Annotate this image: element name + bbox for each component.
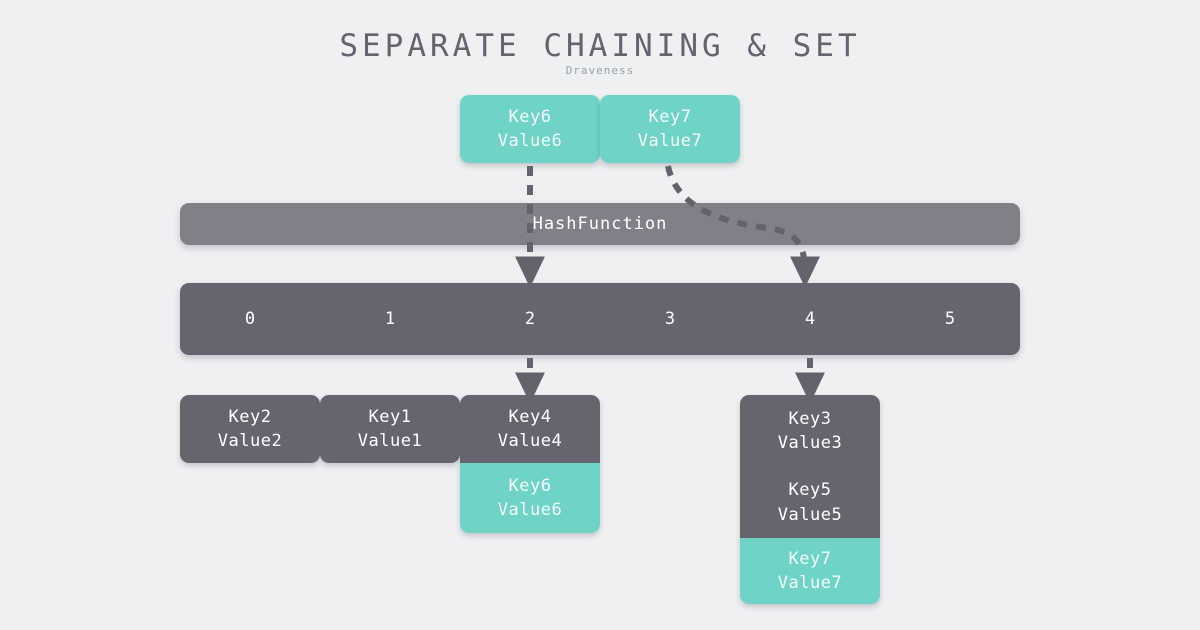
chain-entry: Key4 Value4 — [460, 395, 600, 463]
bucket-index-label: 1 — [384, 309, 396, 329]
entry-key: Key4 — [508, 406, 552, 427]
entry-value: Value5 — [777, 504, 843, 525]
bucket-index-3[interactable]: 3 — [600, 283, 740, 355]
bucket-index-5[interactable]: 5 — [880, 283, 1020, 355]
entry-key: Key7 — [648, 106, 692, 127]
chain-entry-new: Key7 Value7 — [740, 538, 880, 604]
page-subtitle: Draveness — [565, 64, 635, 77]
entry-cell: Key7 Value7 — [600, 95, 740, 163]
incoming-entry-key7[interactable]: Key7 Value7 — [600, 95, 740, 163]
bucket-index-label: 0 — [244, 309, 256, 329]
entry-value: Value6 — [497, 131, 563, 151]
bucket-index-label: 5 — [944, 309, 956, 329]
entry-key: Key1 — [368, 406, 412, 427]
chain-entry: Key5 Value5 — [740, 467, 880, 538]
entry-key: Key6 — [508, 475, 552, 496]
bucket-index-label: 4 — [804, 309, 816, 329]
entry-value: Value6 — [497, 500, 563, 520]
entry-key: Key7 — [788, 548, 832, 569]
bucket-array-bar: 0 1 2 3 4 5 — [180, 283, 1020, 355]
bucket-index-label: 3 — [664, 309, 676, 329]
hash-function-bar: HashFunction — [180, 203, 1020, 245]
chain-bucket-1[interactable]: Key1 Value1 — [320, 395, 460, 463]
chain-bucket-4[interactable]: Key3 Value3 Key5 Value5 Key7 Value7 — [740, 395, 880, 604]
entry-key: Key2 — [228, 406, 272, 427]
entry-value: Value2 — [217, 431, 283, 451]
bucket-index-1[interactable]: 1 — [320, 283, 460, 355]
bucket-index-0[interactable]: 0 — [180, 283, 320, 355]
entry-value: Value4 — [497, 431, 563, 451]
chain-bucket-0[interactable]: Key2 Value2 — [180, 395, 320, 463]
entry-key: Key6 — [508, 106, 552, 127]
chain-entry: Key1 Value1 — [320, 395, 460, 463]
entry-value: Value7 — [637, 131, 703, 151]
entry-key: Key5 — [788, 480, 832, 501]
chain-entry-new: Key6 Value6 — [460, 463, 600, 533]
entry-cell: Key6 Value6 — [460, 95, 600, 163]
hash-function-label: HashFunction — [532, 214, 668, 234]
page-title: SEPARATE CHAINING & SET — [339, 28, 861, 64]
entry-value: Value7 — [777, 573, 843, 593]
chain-entry: Key3 Value3 — [740, 395, 880, 467]
bucket-index-4[interactable]: 4 — [740, 283, 880, 355]
entry-key: Key3 — [788, 408, 832, 429]
chain-bucket-2[interactable]: Key4 Value4 Key6 Value6 — [460, 395, 600, 533]
entry-value: Value1 — [357, 431, 423, 451]
bucket-index-label: 2 — [524, 309, 536, 329]
chain-entry: Key2 Value2 — [180, 395, 320, 463]
bucket-index-2[interactable]: 2 — [460, 283, 600, 355]
incoming-entry-key6[interactable]: Key6 Value6 — [460, 95, 600, 163]
entry-value: Value3 — [777, 433, 843, 453]
